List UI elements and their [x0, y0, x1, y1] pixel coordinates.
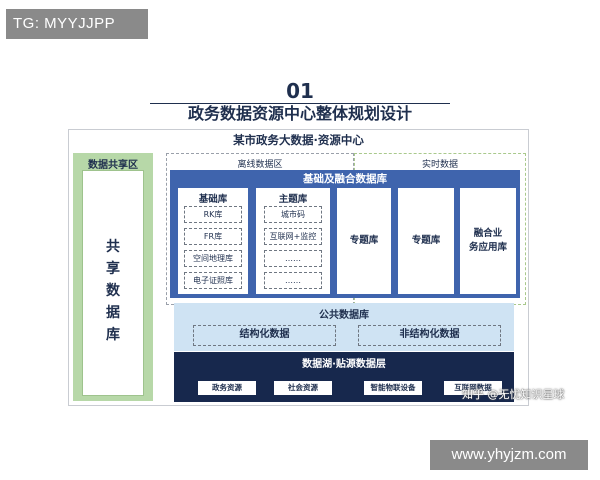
topic-library-label: 专题库	[349, 235, 379, 246]
public-database-panel	[174, 303, 514, 351]
top-left-tag: TG: MYYJJPP	[6, 9, 148, 39]
shared-zone-label: 数据共享区	[88, 160, 138, 171]
shared-database-box	[82, 170, 144, 396]
lake-source-item: 社会资源	[274, 381, 332, 395]
lake-source-item: 互联网数据	[444, 381, 502, 395]
shared-char: 共	[106, 239, 120, 255]
site-watermark: www.yhyjzm.com	[430, 440, 588, 470]
section-number: 01	[286, 79, 314, 103]
fusion-app-line: 融合业	[473, 228, 503, 239]
shared-char: 享	[106, 261, 120, 277]
fusion-library-header: 基础及融合数据库	[170, 170, 520, 188]
unstructured-data-box: 非结构化数据	[358, 325, 501, 346]
offline-zone-label: 离线数据区	[237, 160, 283, 170]
basic-item: 电子证照库	[184, 272, 242, 289]
theme-item: 互联网+监控	[264, 228, 322, 245]
basic-item: RK库	[184, 206, 242, 223]
shared-char: 据	[106, 305, 120, 321]
fusion-app-line: 务应用库	[468, 242, 507, 253]
realtime-zone-label: 实时数据	[421, 160, 458, 170]
shared-char: 数	[106, 283, 120, 299]
structured-data-box: 结构化数据	[193, 325, 336, 346]
shared-char: 库	[106, 327, 120, 343]
theme-item: ……	[264, 272, 322, 289]
lake-source-item: 政务资源	[198, 381, 256, 395]
theme-item: 城市码	[264, 206, 322, 223]
theme-item: ……	[264, 250, 322, 267]
topic-library-column	[398, 188, 454, 294]
topic-library-label: 专题库	[411, 235, 441, 246]
page-title: 政务数据资源中心整体规划设计	[187, 104, 412, 123]
lake-source-item: 智能物联设备	[364, 381, 422, 395]
basic-library-title: 基础库	[198, 194, 228, 205]
shared-database-label: 共 享 数 据 库	[82, 236, 144, 346]
fusion-app-library-label: 融合业 务应用库	[460, 227, 516, 255]
topic-library-column	[337, 188, 391, 294]
title-divider	[150, 103, 450, 104]
fusion-app-library-column	[460, 188, 516, 294]
diagram-title: 某市政务大数据·资源中心	[233, 133, 364, 147]
data-lake-title: 数据湖·贴源数据层	[302, 359, 386, 370]
public-database-title: 公共数据库	[319, 310, 369, 321]
basic-item: FR库	[184, 228, 242, 245]
basic-item: 空间地理库	[184, 250, 242, 267]
zhihu-watermark: 知乎 @无忧知识星球	[462, 388, 565, 401]
theme-library-title: 主题库	[278, 194, 308, 205]
